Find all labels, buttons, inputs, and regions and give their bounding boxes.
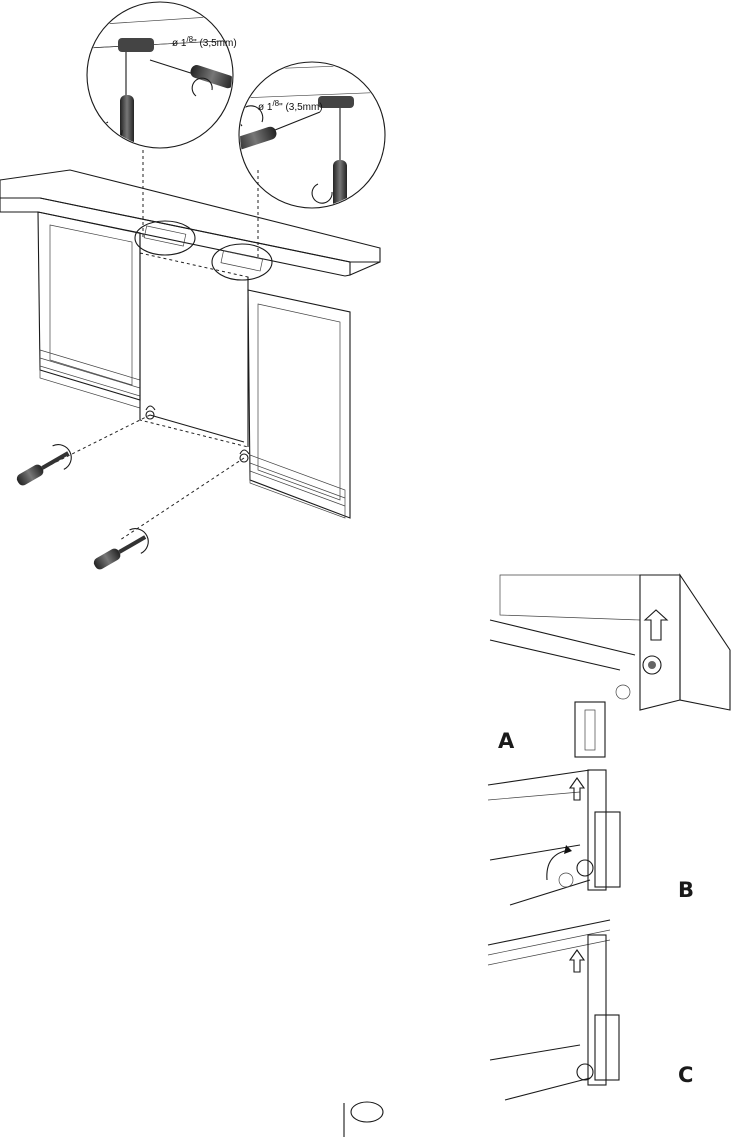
- page-footer-marker: [344, 1102, 383, 1137]
- top-left-inset: ø 1/8" (3,5mm): [87, 2, 240, 150]
- dishwasher-outline: [140, 253, 248, 447]
- arrow-up-icon: [645, 610, 667, 640]
- detail-figure-c: C: [488, 920, 693, 1100]
- label-a: A: [498, 729, 515, 753]
- top-right-inset: ø 1/8" (3,5mm): [231, 62, 390, 212]
- right-cabinet: [248, 290, 350, 518]
- language-badge: [351, 1102, 383, 1122]
- kitchen-cabinet-drawing: [0, 150, 380, 540]
- rotate-arrow-icon: [547, 850, 569, 880]
- screwdriver-icon: [88, 524, 153, 577]
- label-b: B: [678, 878, 694, 902]
- arrow-up-icon: [570, 950, 584, 972]
- screwdriver-icon: [11, 440, 76, 493]
- dimension-label-left: ø 1/8" (3,5mm): [172, 35, 237, 49]
- screwdriver-icon: [231, 125, 278, 151]
- left-plinth: [40, 350, 140, 408]
- detail-figure-a: A: [490, 575, 730, 757]
- countertop-edge: [0, 198, 350, 276]
- right-plinth: [250, 455, 345, 518]
- dimension-label-right: ø 1/8" (3,5mm): [258, 99, 323, 113]
- screwdriver-icon: [120, 95, 134, 150]
- label-c: C: [678, 1063, 693, 1087]
- detail-figure-b: B: [488, 770, 694, 905]
- arrow-up-icon: [570, 778, 584, 800]
